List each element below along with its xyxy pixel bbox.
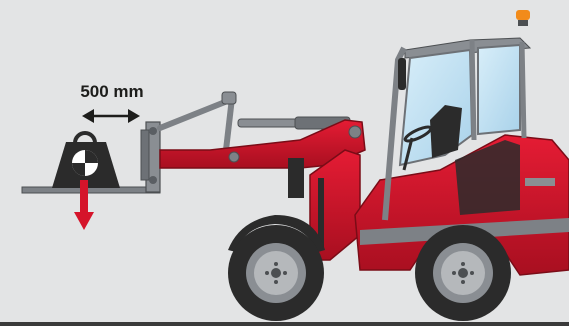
beacon-icon xyxy=(516,10,530,26)
weight-icon xyxy=(52,133,120,188)
rear-wheel xyxy=(415,225,511,321)
dimension-label: 500 mm xyxy=(62,82,162,102)
front-wheel xyxy=(228,225,324,321)
dimension-arrow-icon xyxy=(82,109,140,123)
ground-line xyxy=(0,322,569,326)
